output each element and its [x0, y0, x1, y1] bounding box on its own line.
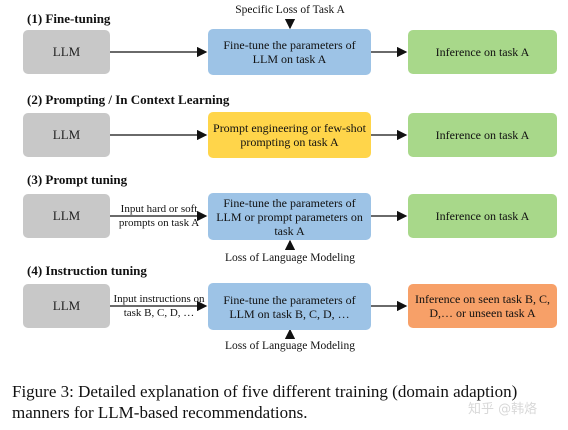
section-title-fine-tuning: (1) Fine-tuning	[27, 11, 111, 26]
loss-label-3: Loss of Language Modeling	[225, 252, 355, 264]
llm-box-3: LLM	[23, 194, 110, 238]
prompt-engineering-box-2: Prompt engineering or few-shot prompting…	[208, 112, 371, 158]
inference-box-2: Inference on task A	[408, 113, 557, 157]
section-title-instruction-tuning: (4) Instruction tuning	[27, 263, 147, 278]
inference-box-3: Inference on task A	[408, 194, 557, 238]
figure-caption: Figure 3: Detailed explanation of five d…	[12, 382, 518, 422]
inference-box-4: Inference on seen task B, C, D,… or unse…	[408, 284, 557, 328]
input-label-3: Input hard or soft prompts on task A	[118, 203, 200, 229]
section-title-prompting: (2) Prompting / In Context Learning	[27, 92, 230, 107]
section-title-prompt-tuning: (3) Prompt tuning	[27, 172, 128, 187]
finetune-box-1: Fine-tune the parameters of LLM on task …	[208, 29, 371, 75]
llm-box-2: LLM	[23, 113, 110, 157]
input-label-4: Input instructions on task B, C, D, …	[113, 293, 205, 319]
llm-box-4: LLM	[23, 284, 110, 328]
watermark: 知乎 @韩烙	[468, 402, 538, 417]
finetune-box-4: Fine-tune the parameters of LLM on task …	[208, 283, 371, 330]
inference-box-1: Inference on task A	[408, 30, 557, 74]
diagram-arrows	[110, 18, 408, 340]
loss-label-4: Loss of Language Modeling	[225, 340, 355, 352]
finetune-box-3: Fine-tune the parameters of LLM or promp…	[208, 193, 371, 240]
top-loss-label: Specific Loss of Task A	[235, 4, 345, 16]
llm-box-1: LLM	[23, 30, 110, 74]
